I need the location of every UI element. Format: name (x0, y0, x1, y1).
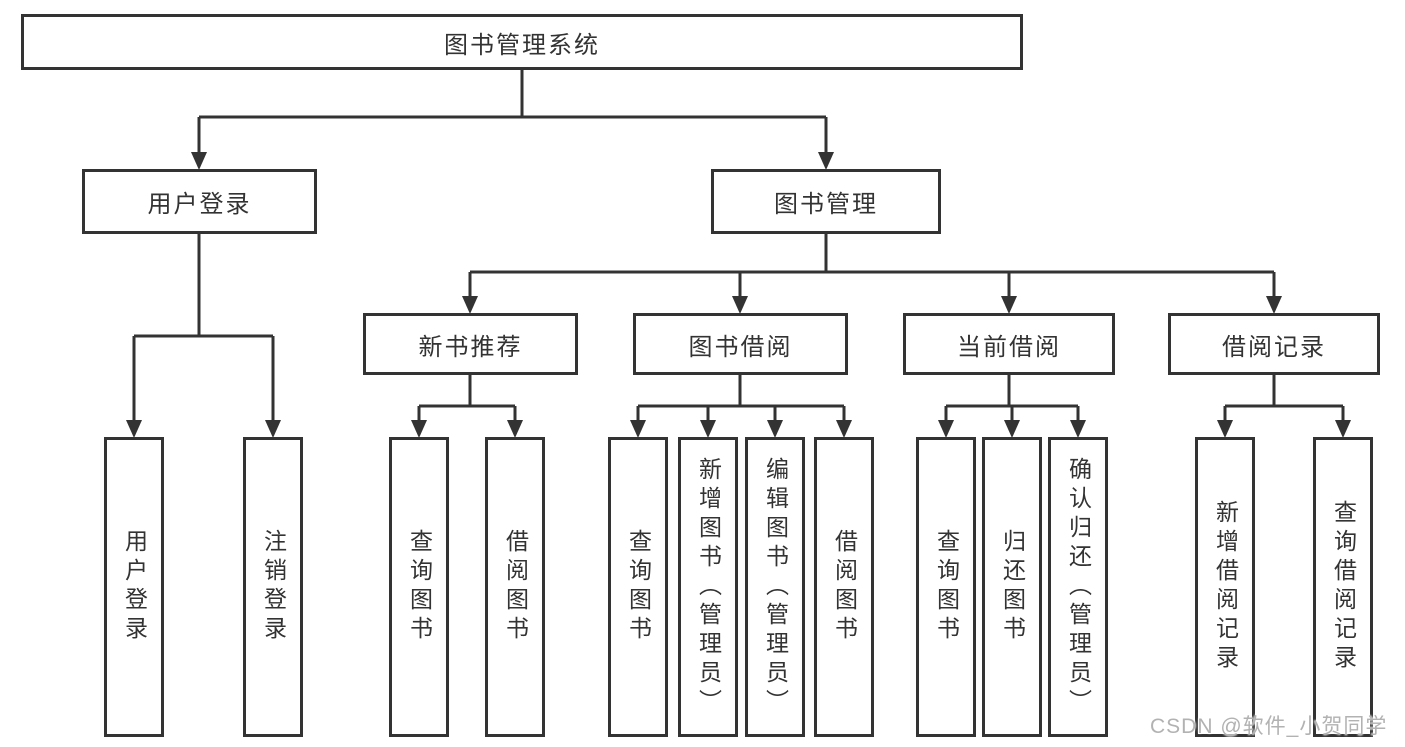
arrowhead-down (700, 420, 716, 438)
arrowhead-down (191, 152, 207, 170)
leaf-borrow-books-1: 借阅图书 (485, 437, 545, 737)
leaf-label: 注销登录 (260, 529, 287, 645)
arrowhead-down (1266, 296, 1282, 314)
arrowheads (126, 152, 1351, 438)
connector-root (197, 70, 828, 153)
arrowhead-down (767, 420, 783, 438)
leaf-label: 查询图书 (625, 529, 652, 645)
leaf-label: 借阅图书 (502, 529, 529, 645)
leaf-label: 查询借阅记录 (1330, 500, 1357, 674)
node-user-login: 用户登录 (82, 169, 317, 234)
leaf-label: 编辑图书（管理员） (762, 456, 789, 718)
leaf-confirm-return-admin: 确认归还（管理员） (1048, 437, 1108, 737)
arrowhead-down (126, 420, 142, 438)
arrowhead-down (630, 420, 646, 438)
leaf-edit-book-admin: 编辑图书（管理员） (745, 437, 805, 737)
arrowhead-down (265, 420, 281, 438)
node-book-management: 图书管理 (711, 169, 941, 234)
arrowhead-down (1004, 420, 1020, 438)
node-book-management-system: 图书管理系统 (21, 14, 1023, 70)
leaf-label: 用户登录 (121, 529, 148, 645)
leaf-label: 确认归还（管理员） (1065, 456, 1092, 718)
leaf-user-login: 用户登录 (104, 437, 164, 737)
connector-user-login (132, 234, 275, 421)
arrowhead-down (836, 420, 852, 438)
node-new-book-recommend: 新书推荐 (363, 313, 578, 375)
arrowhead-down (732, 296, 748, 314)
leaf-add-book-admin: 新增图书（管理员） (678, 437, 738, 737)
arrowhead-down (818, 152, 834, 170)
leaf-query-books-3: 查询图书 (916, 437, 976, 737)
arrowhead-down (1217, 420, 1233, 438)
leaf-borrow-books-2: 借阅图书 (814, 437, 874, 737)
connector-new-book-recommend (417, 375, 517, 421)
node-borrowing-records: 借阅记录 (1168, 313, 1380, 375)
arrowhead-down (507, 420, 523, 438)
node-book-borrowing: 图书借阅 (633, 313, 848, 375)
leaf-label: 查询图书 (933, 529, 960, 645)
arrowhead-down (462, 296, 478, 314)
connector-borrowing-records (1223, 375, 1345, 421)
leaf-query-books-2: 查询图书 (608, 437, 668, 737)
arrowhead-down (1001, 296, 1017, 314)
leaf-label: 归还图书 (999, 529, 1026, 645)
leaf-add-borrow-record: 新增借阅记录 (1195, 437, 1255, 737)
leaf-query-books-1: 查询图书 (389, 437, 449, 737)
arrowhead-down (1070, 420, 1086, 438)
leaf-label: 查询图书 (406, 529, 433, 645)
leaf-return-book: 归还图书 (982, 437, 1042, 737)
watermark-csdn: CSDN @软件_小贺同学 (1150, 715, 1388, 738)
node-current-borrowing: 当前借阅 (903, 313, 1115, 375)
leaf-label: 新增图书（管理员） (695, 456, 722, 718)
arrowhead-down (1335, 420, 1351, 438)
arrowhead-down (411, 420, 427, 438)
leaf-label: 新增借阅记录 (1212, 500, 1239, 674)
arrowhead-down (938, 420, 954, 438)
leaf-label: 借阅图书 (831, 529, 858, 645)
leaf-query-borrow-record: 查询借阅记录 (1313, 437, 1373, 737)
connector-current-borrowing (944, 375, 1080, 421)
connector-book-borrowing (636, 375, 846, 421)
leaf-logout: 注销登录 (243, 437, 303, 737)
connector-book-management (468, 234, 1276, 297)
